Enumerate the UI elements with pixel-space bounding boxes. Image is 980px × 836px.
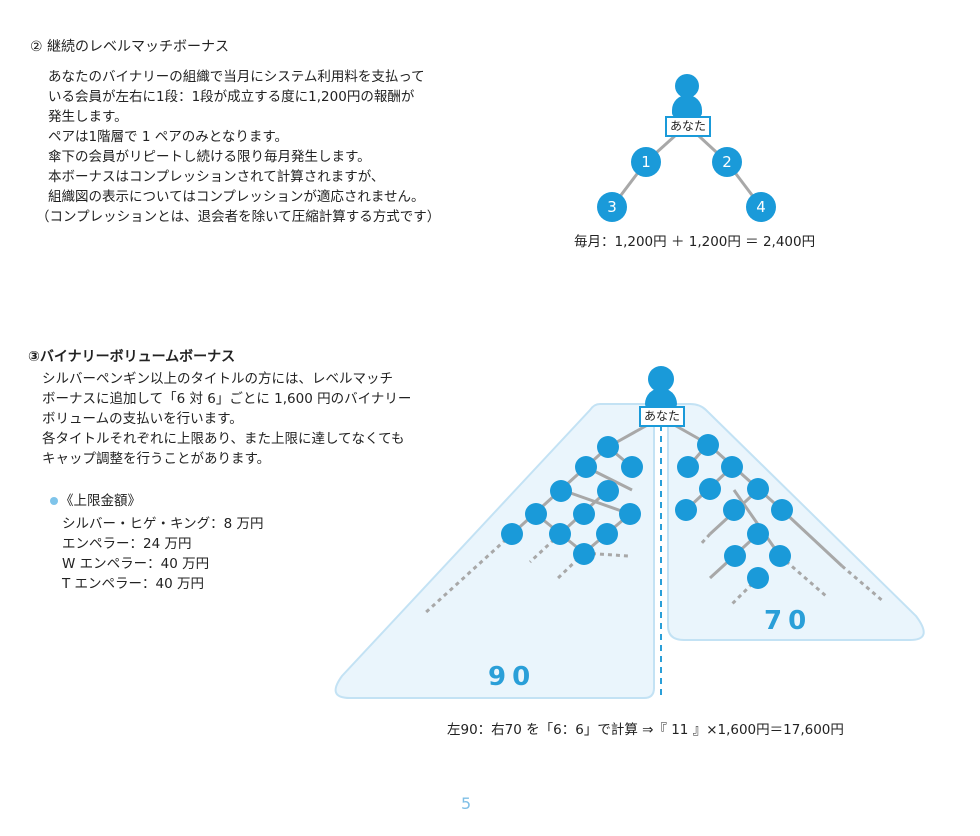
right-member-node [747, 478, 769, 500]
left-member-node [597, 480, 619, 502]
limit-item: T エンペラー：40 万円 [62, 576, 205, 592]
level-match-caption: 毎月：1,200円 ＋ 1,200円 ＝ 2,400円 [574, 234, 816, 250]
you-label: あなた [665, 116, 712, 137]
you-person-body-icon [645, 388, 677, 408]
section2-line: 傘下の会員がリピートし続ける限り毎月発生します。 [48, 149, 371, 165]
member-node-3: 3 [597, 192, 627, 222]
section3-line: 各タイトルそれぞれに上限あり、また上限に達してなくても [42, 431, 405, 447]
limit-item: W エンペラー：40 万円 [62, 556, 210, 572]
left-member-node [501, 523, 523, 545]
member-node-2: 2 [712, 147, 742, 177]
section3-line: シルバーペンギン以上のタイトルの方には、レベルマッチ [42, 371, 393, 387]
left-member-node [575, 456, 597, 478]
left-member-node [549, 523, 571, 545]
right-member-node [721, 456, 743, 478]
left-member-node [525, 503, 547, 525]
section2-line: ペアは1階層で 1 ペアのみとなります。 [48, 129, 289, 145]
section2-line: いる会員が左右に1段：1段が成立する度に1,200円の報酬が [48, 89, 415, 105]
section3-line: キャップ調整を行うことがあります。 [42, 451, 271, 467]
section3-title: ③バイナリーボリュームボーナス [28, 349, 236, 365]
left-member-node [619, 503, 641, 525]
member-node-1: 1 [631, 147, 661, 177]
right-member-node [771, 499, 793, 521]
section2-line: 組織図の表示についてはコンプレッションが適応されません。 [48, 189, 425, 205]
section2-line: あなたのバイナリーの組織で当月にシステム利用料を支払って [48, 69, 425, 85]
limits-title: 《上限金額》 [60, 493, 141, 509]
left-member-node [550, 480, 572, 502]
left-member-node [573, 503, 595, 525]
section2-line: 本ボーナスはコンプレッションされて計算されますが、 [48, 169, 385, 185]
right-member-node [675, 499, 697, 521]
right-member-node [724, 545, 746, 567]
you-label: あなた [639, 406, 686, 427]
left-member-node [621, 456, 643, 478]
limit-item: エンペラー：24 万円 [62, 536, 192, 552]
right-member-node [699, 478, 721, 500]
binary-volume-caption: 左90：右70 を「6：6」で計算 ⇒『 11 』×1,600円＝17,600円 [447, 722, 844, 738]
right-member-node [747, 567, 769, 589]
right-member-node [677, 456, 699, 478]
right-member-node [697, 434, 719, 456]
section3-line: ボリュームの支払いを行います。 [42, 411, 243, 427]
you-person-head-icon [675, 74, 699, 98]
section3-body: シルバーペンギン以上のタイトルの方には、レベルマッチ ボーナスに追加して「6 対… [42, 369, 411, 469]
section3-line: ボーナスに追加して「6 対 6」ごとに 1,600 円のバイナリー [42, 391, 412, 407]
section2-line: （コンプレッションとは、退会者を除いて圧縮計算する方式です） [36, 209, 441, 225]
right-member-node [723, 499, 745, 521]
section2-line: 発生します。 [48, 109, 128, 125]
left-member-node [597, 436, 619, 458]
you-person-head-icon [648, 366, 674, 392]
section2-title: ② 継続のレベルマッチボーナス [30, 39, 230, 55]
right-member-node [747, 523, 769, 545]
you-person-body-icon [672, 95, 702, 117]
left-member-node [596, 523, 618, 545]
member-node-4: 4 [746, 192, 776, 222]
bullet-icon [50, 497, 58, 505]
right-volume-value: 70 [764, 606, 813, 636]
left-volume-value: 90 [488, 662, 537, 692]
page-number: 5 [461, 794, 472, 813]
limit-item: シルバー・ヒゲ・キング：8 万円 [62, 516, 264, 532]
limits-list: シルバー・ヒゲ・キング：8 万円 エンペラー：24 万円 W エンペラー：40 … [62, 514, 263, 594]
left-member-node [573, 543, 595, 565]
right-member-node [769, 545, 791, 567]
section2-body: あなたのバイナリーの組織で当月にシステム利用料を支払って いる会員が左右に1段：… [36, 67, 440, 227]
